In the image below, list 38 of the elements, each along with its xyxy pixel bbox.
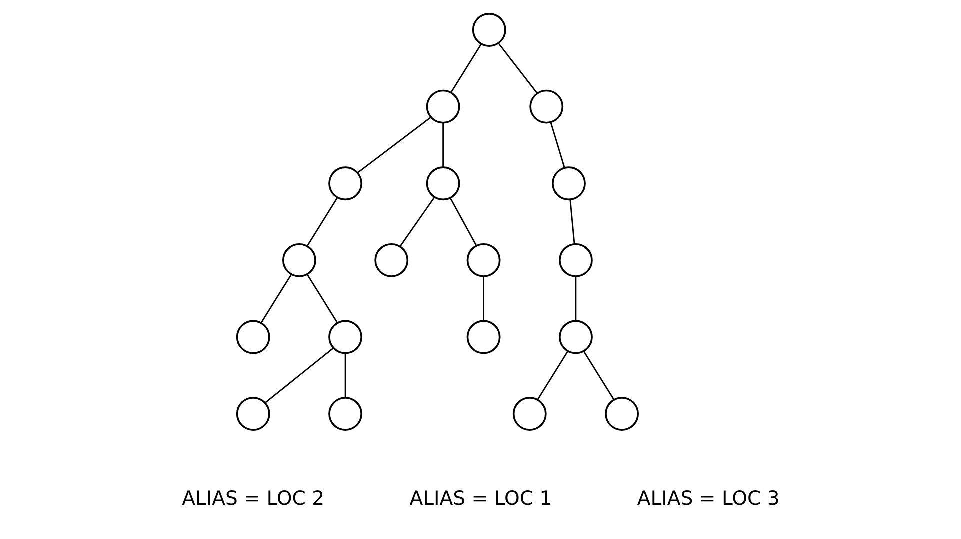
- label: ALIAS = LOC 3: [636, 487, 780, 510]
- connector: [264, 348, 334, 404]
- connector: [260, 274, 292, 324]
- connector: [498, 43, 538, 94]
- connector: [569, 200, 575, 244]
- connector: [344, 354, 346, 398]
- node-circle: [426, 166, 460, 201]
- node-circle: [552, 166, 586, 201]
- label: ALIAS = LOC 1: [409, 487, 552, 510]
- node-circle: [328, 320, 362, 354]
- connector: [306, 274, 338, 324]
- node-circle: [374, 243, 408, 278]
- node-circle: [328, 397, 362, 431]
- connector: [482, 276, 484, 321]
- node-circle: [512, 397, 546, 431]
- node-circle: [466, 243, 500, 278]
- node-circle: [236, 320, 270, 354]
- node-circle: [466, 320, 500, 354]
- connector: [582, 351, 614, 400]
- node-circle: [604, 397, 639, 431]
- connector: [450, 198, 477, 246]
- connector: [574, 276, 576, 321]
- node-circle: [529, 90, 564, 124]
- connector: [450, 44, 482, 94]
- connector: [550, 122, 565, 168]
- node-circle: [328, 166, 362, 201]
- node-circle: [558, 320, 592, 354]
- node-circle: [472, 13, 506, 47]
- connector: [536, 351, 568, 400]
- node-circle: [426, 90, 460, 124]
- label: ALIAS = LOC 2: [182, 487, 324, 510]
- connector: [399, 196, 435, 247]
- connector: [442, 123, 444, 168]
- connector: [306, 198, 338, 247]
- node-circle: [282, 243, 316, 278]
- connector: [357, 117, 431, 174]
- node-circle: [558, 243, 592, 278]
- node-circle: [236, 397, 270, 431]
